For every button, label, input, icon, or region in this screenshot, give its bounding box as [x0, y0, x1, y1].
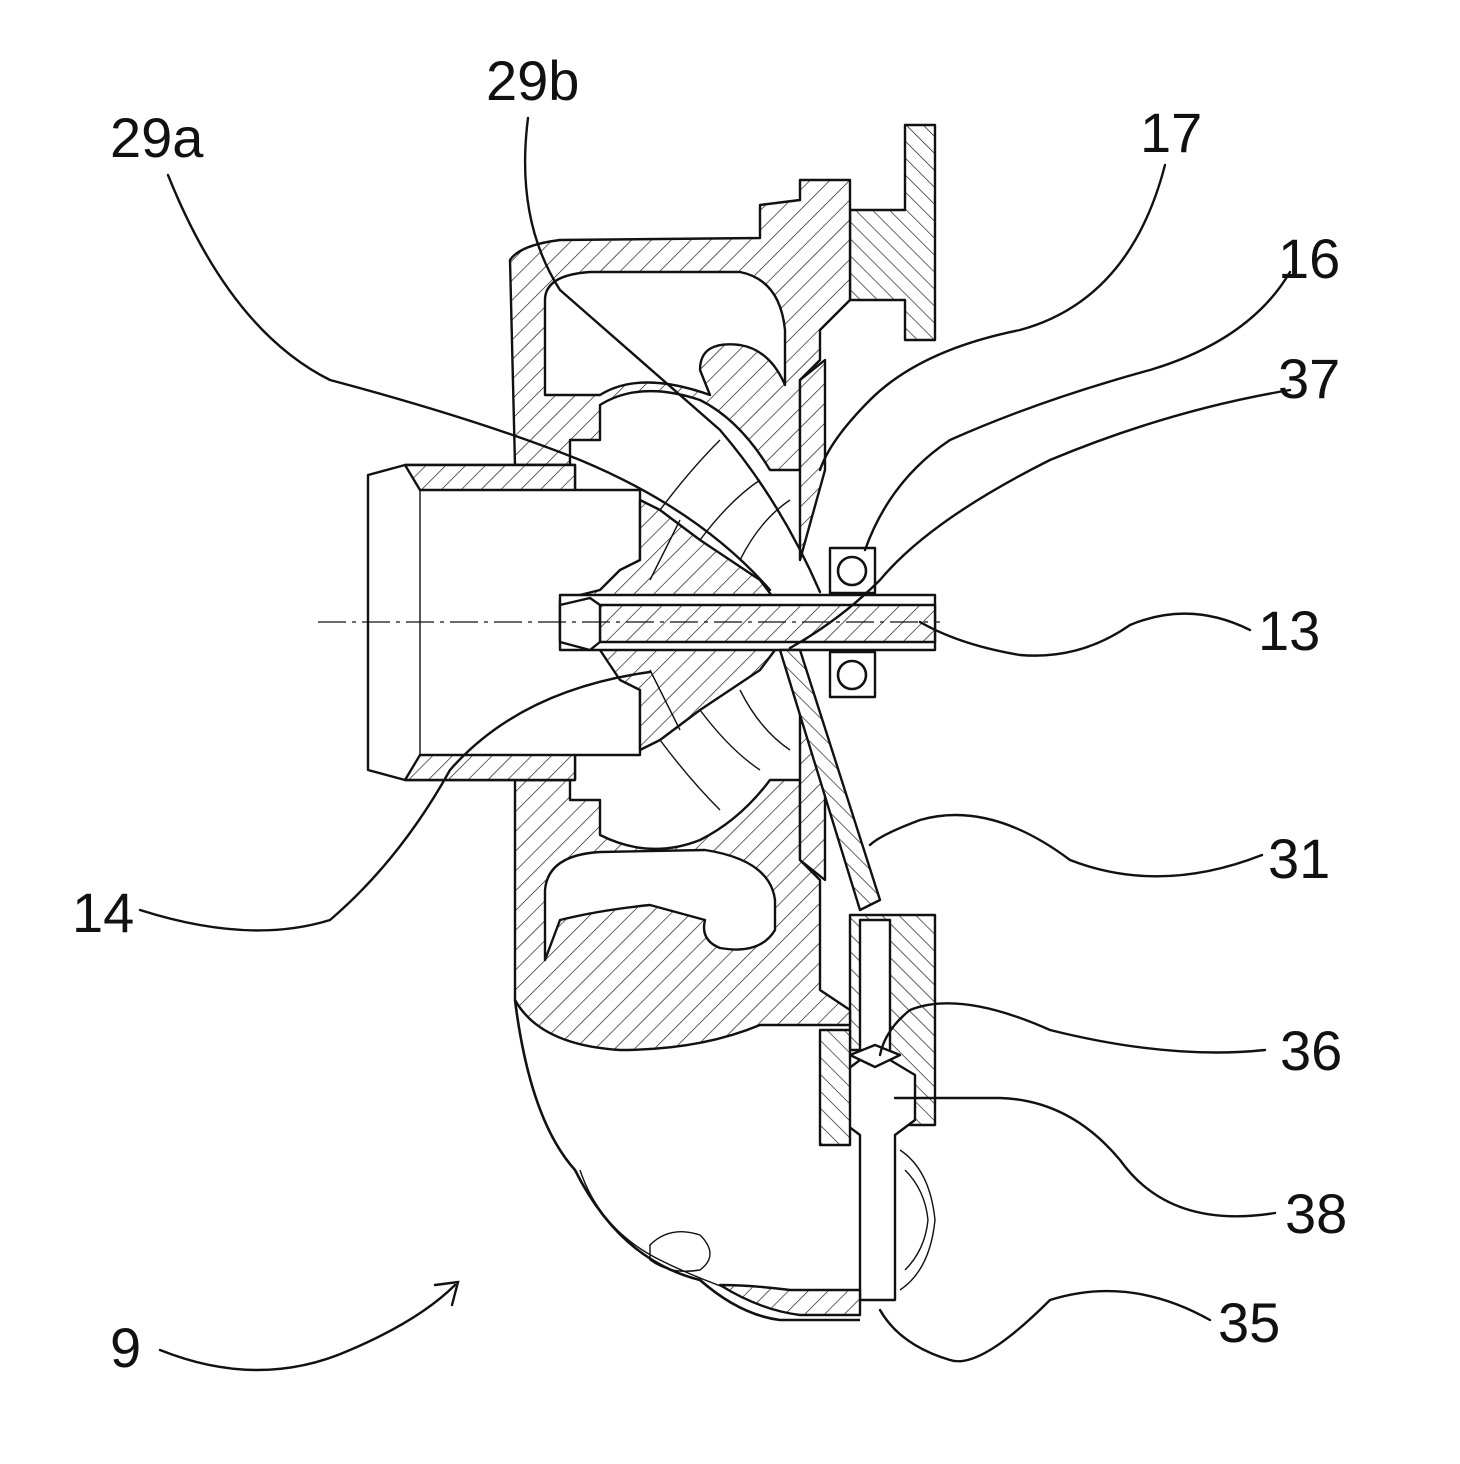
ref-label-38: 38: [1285, 1182, 1347, 1245]
ref-label-31: 31: [1268, 827, 1330, 890]
ref-label-9: 9: [110, 1316, 141, 1379]
leader-31: [870, 815, 1262, 876]
lower-shell-hatch: [720, 1285, 860, 1315]
leader-36: [880, 1003, 1265, 1055]
lower-shell-detail: [650, 1232, 710, 1272]
drain-fitting: [820, 1030, 850, 1145]
lower-shell-inner: [580, 1170, 860, 1300]
ref-label-16: 16: [1278, 227, 1340, 290]
right-coil: [900, 1150, 935, 1290]
ref-label-36: 36: [1280, 1019, 1342, 1082]
leader-9: [160, 1285, 455, 1370]
ref-label-14: 14: [72, 881, 134, 944]
ref-label-13: 13: [1258, 599, 1320, 662]
compressor-drawing: [318, 125, 940, 1320]
ref-label-29a: 29a: [110, 106, 204, 169]
inlet-pipe-thread-upper: [405, 465, 575, 490]
upper-bearing: [830, 548, 875, 593]
shaft-hatched: [600, 605, 935, 642]
leader-13: [920, 614, 1250, 656]
lower-bearing: [830, 652, 875, 697]
shaft-nut: [560, 598, 600, 650]
ref-label-29b: 29b: [486, 49, 579, 112]
inlet-pipe-thread-lower: [405, 755, 575, 780]
ref-label-17: 17: [1140, 101, 1202, 164]
ref-label-35: 35: [1218, 1291, 1280, 1354]
ref-label-37: 37: [1278, 347, 1340, 410]
leader-35: [880, 1291, 1210, 1361]
back-plate: [800, 360, 825, 560]
leader-38: [895, 1098, 1275, 1216]
bearing-housing: [850, 125, 935, 340]
